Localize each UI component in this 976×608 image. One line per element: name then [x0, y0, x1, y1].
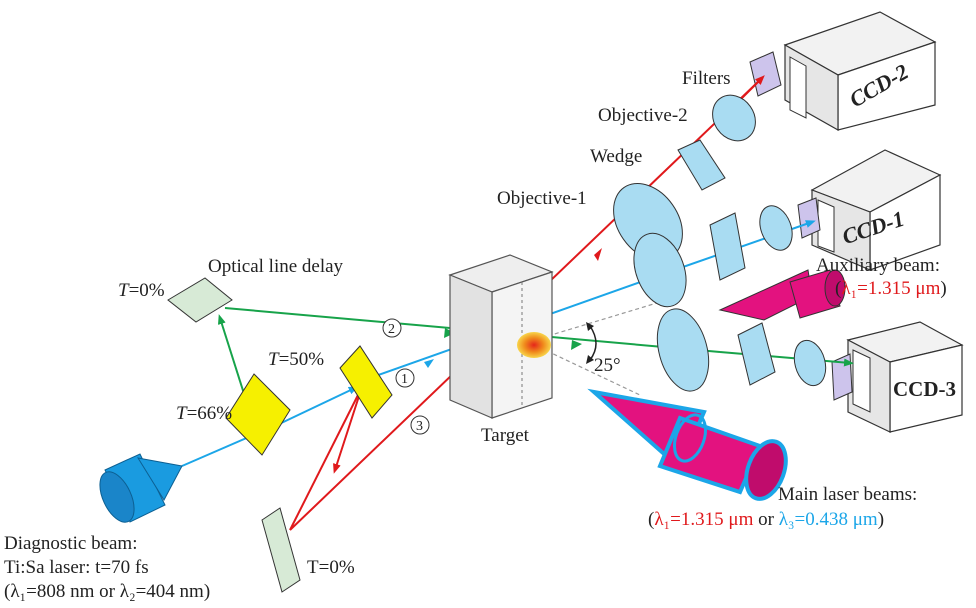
label-t0-top: T=0%: [118, 280, 165, 301]
target-cube: [448, 254, 554, 419]
label-t50: T=50%: [268, 349, 324, 370]
ccd3-label: CCD-3: [893, 377, 956, 401]
label-target: Target: [481, 425, 530, 446]
label-optical-delay: Optical line delay: [208, 256, 344, 277]
mirror-t0-top: [167, 277, 233, 323]
beam-marker-2: 2: [382, 318, 402, 338]
label-aux-beam: Auxiliary beam:: [816, 255, 940, 276]
wedge-ccd3: [737, 322, 776, 386]
ccd1-camera: CCD-1: [810, 149, 942, 271]
lens-ccd3-large: [656, 308, 710, 392]
lens-ccd1-large: [633, 232, 687, 308]
auxiliary-laser: [718, 269, 846, 321]
lens-ccd3-small: [793, 339, 827, 387]
svg-text:1: 1: [401, 372, 408, 387]
wedge: [677, 139, 726, 191]
lens-ccd1-small: [759, 205, 793, 251]
label-diag-line3: (λ₁=808 nm or λ₂=404 nm): [4, 581, 210, 602]
lens-objective2: [712, 94, 756, 142]
label-diag-line1: Diagnostic beam:: [4, 533, 138, 554]
ccd2-camera: CCD-2: [783, 11, 937, 132]
filter-ccd2: [749, 51, 782, 97]
label-aux-lambda: (λ₁=1.315 μm): [835, 278, 947, 299]
label-wedge: Wedge: [590, 146, 642, 167]
label-objective1: Objective-1: [497, 188, 587, 209]
wedge-ccd1: [709, 212, 746, 281]
label-diag-line2: Ti:Sa laser: t=70 fs: [4, 557, 149, 578]
main-laser: [587, 388, 788, 501]
mirror-t66: [225, 373, 291, 456]
diagnostic-laser: [99, 453, 183, 523]
label-objective2: Objective-2: [598, 105, 688, 126]
angle-arc: [586, 322, 597, 364]
ccd3-camera: CCD-3: [846, 321, 964, 433]
svg-text:2: 2: [388, 322, 395, 337]
label-filters: Filters: [682, 68, 731, 89]
filter-ccd1: [797, 197, 821, 239]
beam-marker-1: 1: [395, 368, 415, 388]
label-main-beams: Main laser beams:: [778, 484, 917, 505]
label-t0-bottom: T=0%: [307, 557, 355, 578]
label-main-lambdas: (λ₁=1.315 μm or λ₃=0.438 μm): [648, 509, 884, 530]
beam-marker-3: 3: [410, 415, 430, 435]
mirror-t0-bottom: [261, 507, 301, 593]
label-t66: T=66%: [176, 403, 232, 424]
mirror-t50: [339, 345, 393, 419]
svg-text:3: 3: [416, 419, 423, 434]
label-angle: 25°: [594, 355, 621, 376]
